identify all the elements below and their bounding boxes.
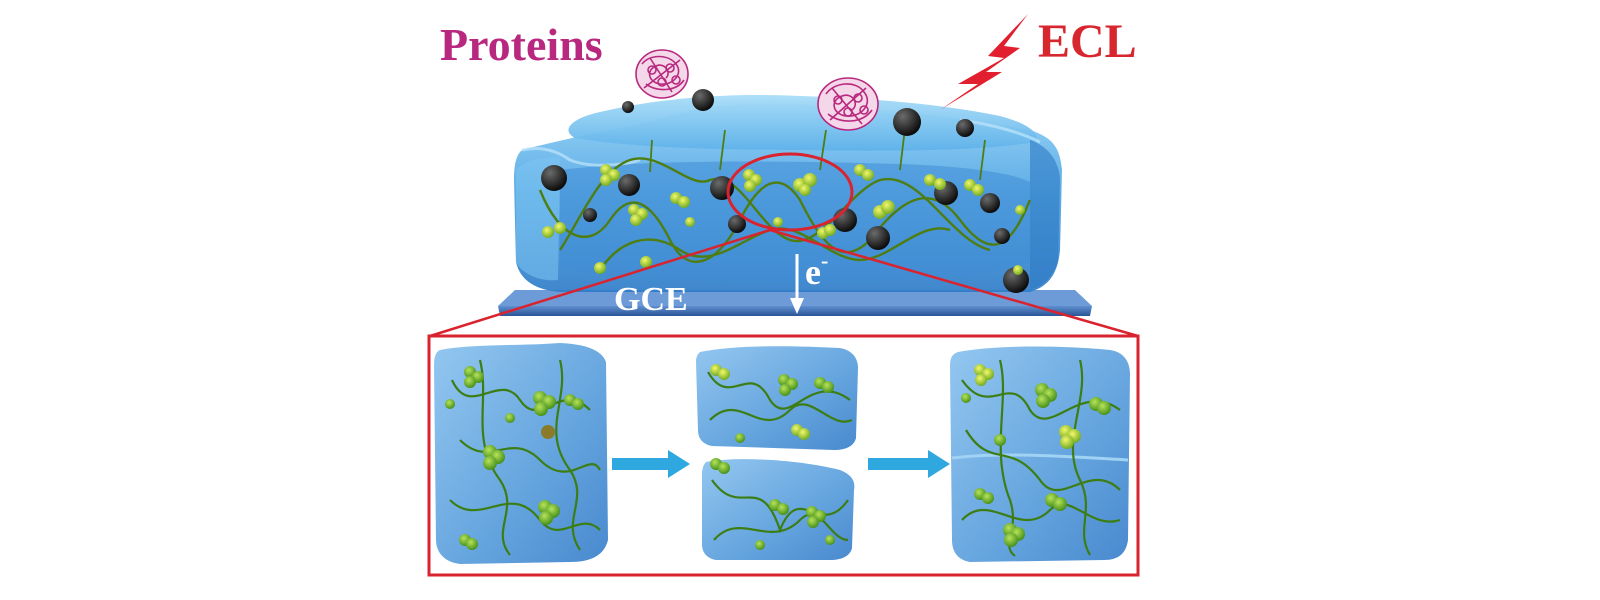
gel-block-intact	[434, 343, 608, 564]
zoom-connector-lines	[429, 228, 1139, 338]
gce-label: GCE	[614, 281, 688, 318]
electron-charge: -	[820, 248, 829, 273]
right-arrow-icon	[612, 450, 690, 478]
gel-block-fragment-bottom	[702, 458, 855, 560]
electron-symbol: e	[805, 252, 821, 292]
zoom-region-marker	[726, 152, 854, 232]
gel-block-fragment-top	[696, 346, 858, 450]
proteins-label: Proteins	[440, 19, 603, 70]
ecl-label: ECL	[1038, 15, 1137, 68]
luminophores	[542, 164, 1025, 275]
down-arrow-icon	[790, 254, 804, 314]
electron-label: e-	[805, 250, 828, 292]
right-arrow-icon	[868, 450, 950, 478]
protein-molecule-icon	[817, 77, 879, 131]
gel-block-healed	[950, 346, 1130, 562]
protein-molecule-icon	[635, 49, 689, 99]
lightning-bolt-icon	[940, 14, 1028, 110]
